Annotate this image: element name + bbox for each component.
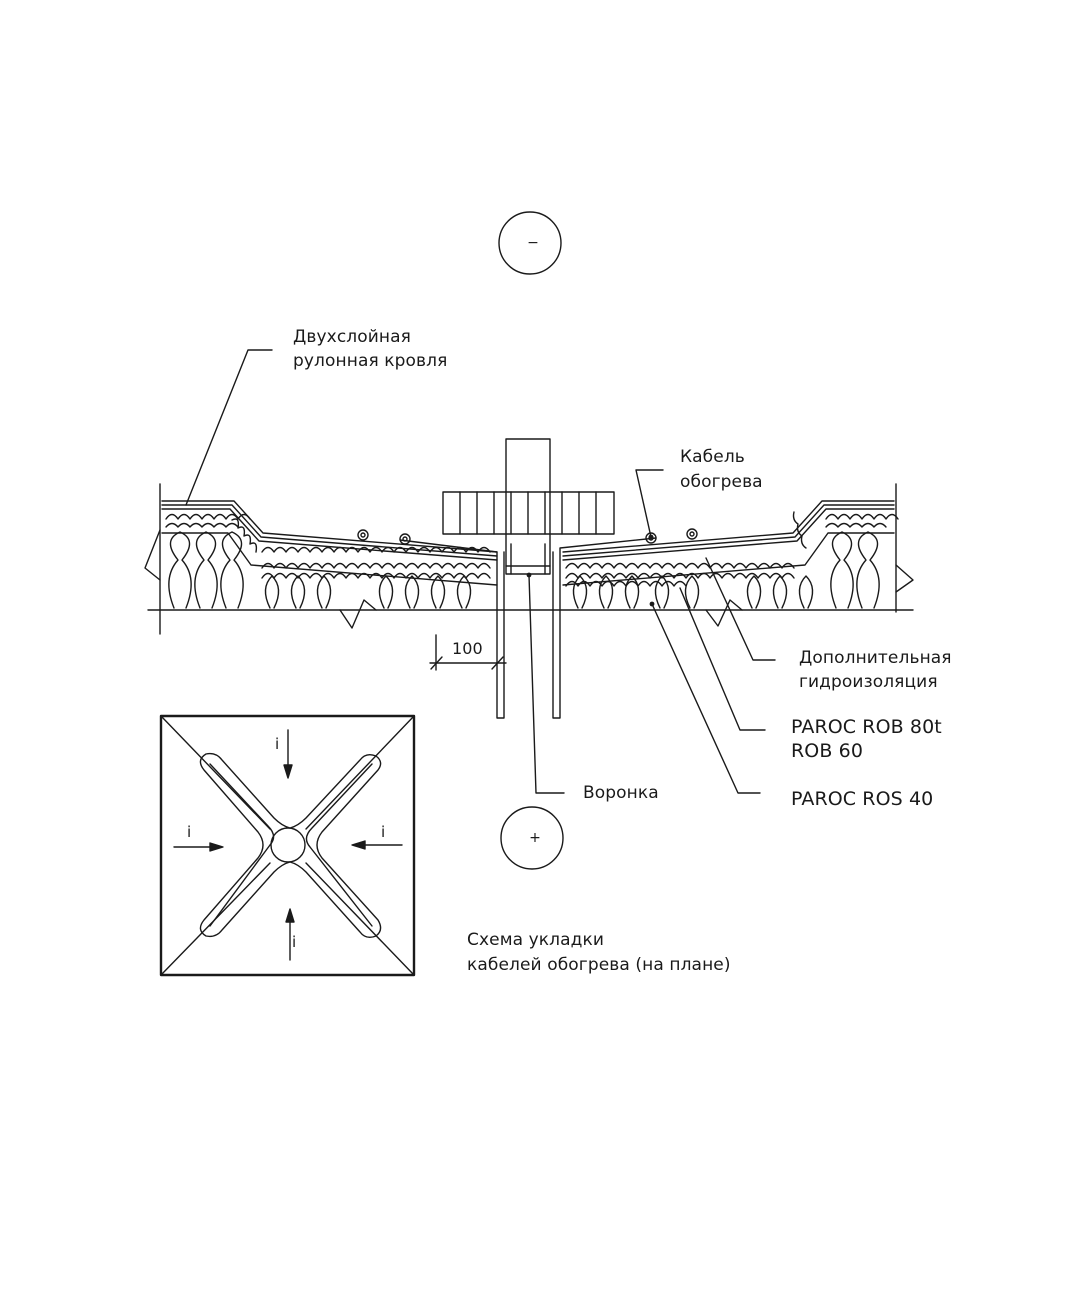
left-roof-layers <box>162 501 497 608</box>
label-rob-line1: PAROC ROB 80t <box>791 716 942 738</box>
flow-label-bottom: i <box>292 933 297 951</box>
leader-funnel <box>529 575 564 793</box>
minus-sign: − <box>527 235 539 251</box>
heating-cable-marks <box>358 529 697 544</box>
leader-lines <box>186 350 775 793</box>
dimension-label: 100 <box>452 639 483 658</box>
label-rob-line2: ROB 60 <box>791 740 864 762</box>
plus-sign: + <box>529 830 541 846</box>
flow-label-left: i <box>187 823 192 841</box>
label-ros: PAROC ROS 40 <box>791 788 934 810</box>
leader-extra-waterproofing <box>706 558 775 660</box>
leader-rob <box>680 588 765 730</box>
label-scheme-line1: Схема укладки <box>467 930 605 950</box>
label-cable-line2: обогрева <box>680 472 763 492</box>
label-extra-line2: гидроизоляция <box>799 672 938 692</box>
leader-roofing <box>186 350 272 505</box>
label-roofing-line2: рулонная кровля <box>293 351 448 371</box>
flow-label-right: i <box>381 823 386 841</box>
funnel-body <box>400 439 656 718</box>
label-roofing-line1: Двухслойная <box>293 327 411 347</box>
label-cable-line1: Кабель <box>680 447 745 467</box>
base-slab <box>145 484 913 634</box>
label-funnel: Воронка <box>583 783 659 803</box>
label-extra-line1: Дополнительная <box>799 648 952 668</box>
minus-side-circle <box>499 212 561 274</box>
plus-side-circle <box>501 807 563 869</box>
leader-ros <box>652 604 760 793</box>
label-scheme-line2: кабелей обогрева (на плане) <box>467 955 731 975</box>
leader-cable <box>636 470 663 537</box>
dimension-100 <box>430 635 506 670</box>
flow-arrows <box>174 730 402 960</box>
leader-dots <box>526 534 655 607</box>
right-roof-layers <box>563 501 898 608</box>
flow-label-top: i <box>275 735 280 753</box>
cable-layout-plan <box>161 716 414 975</box>
